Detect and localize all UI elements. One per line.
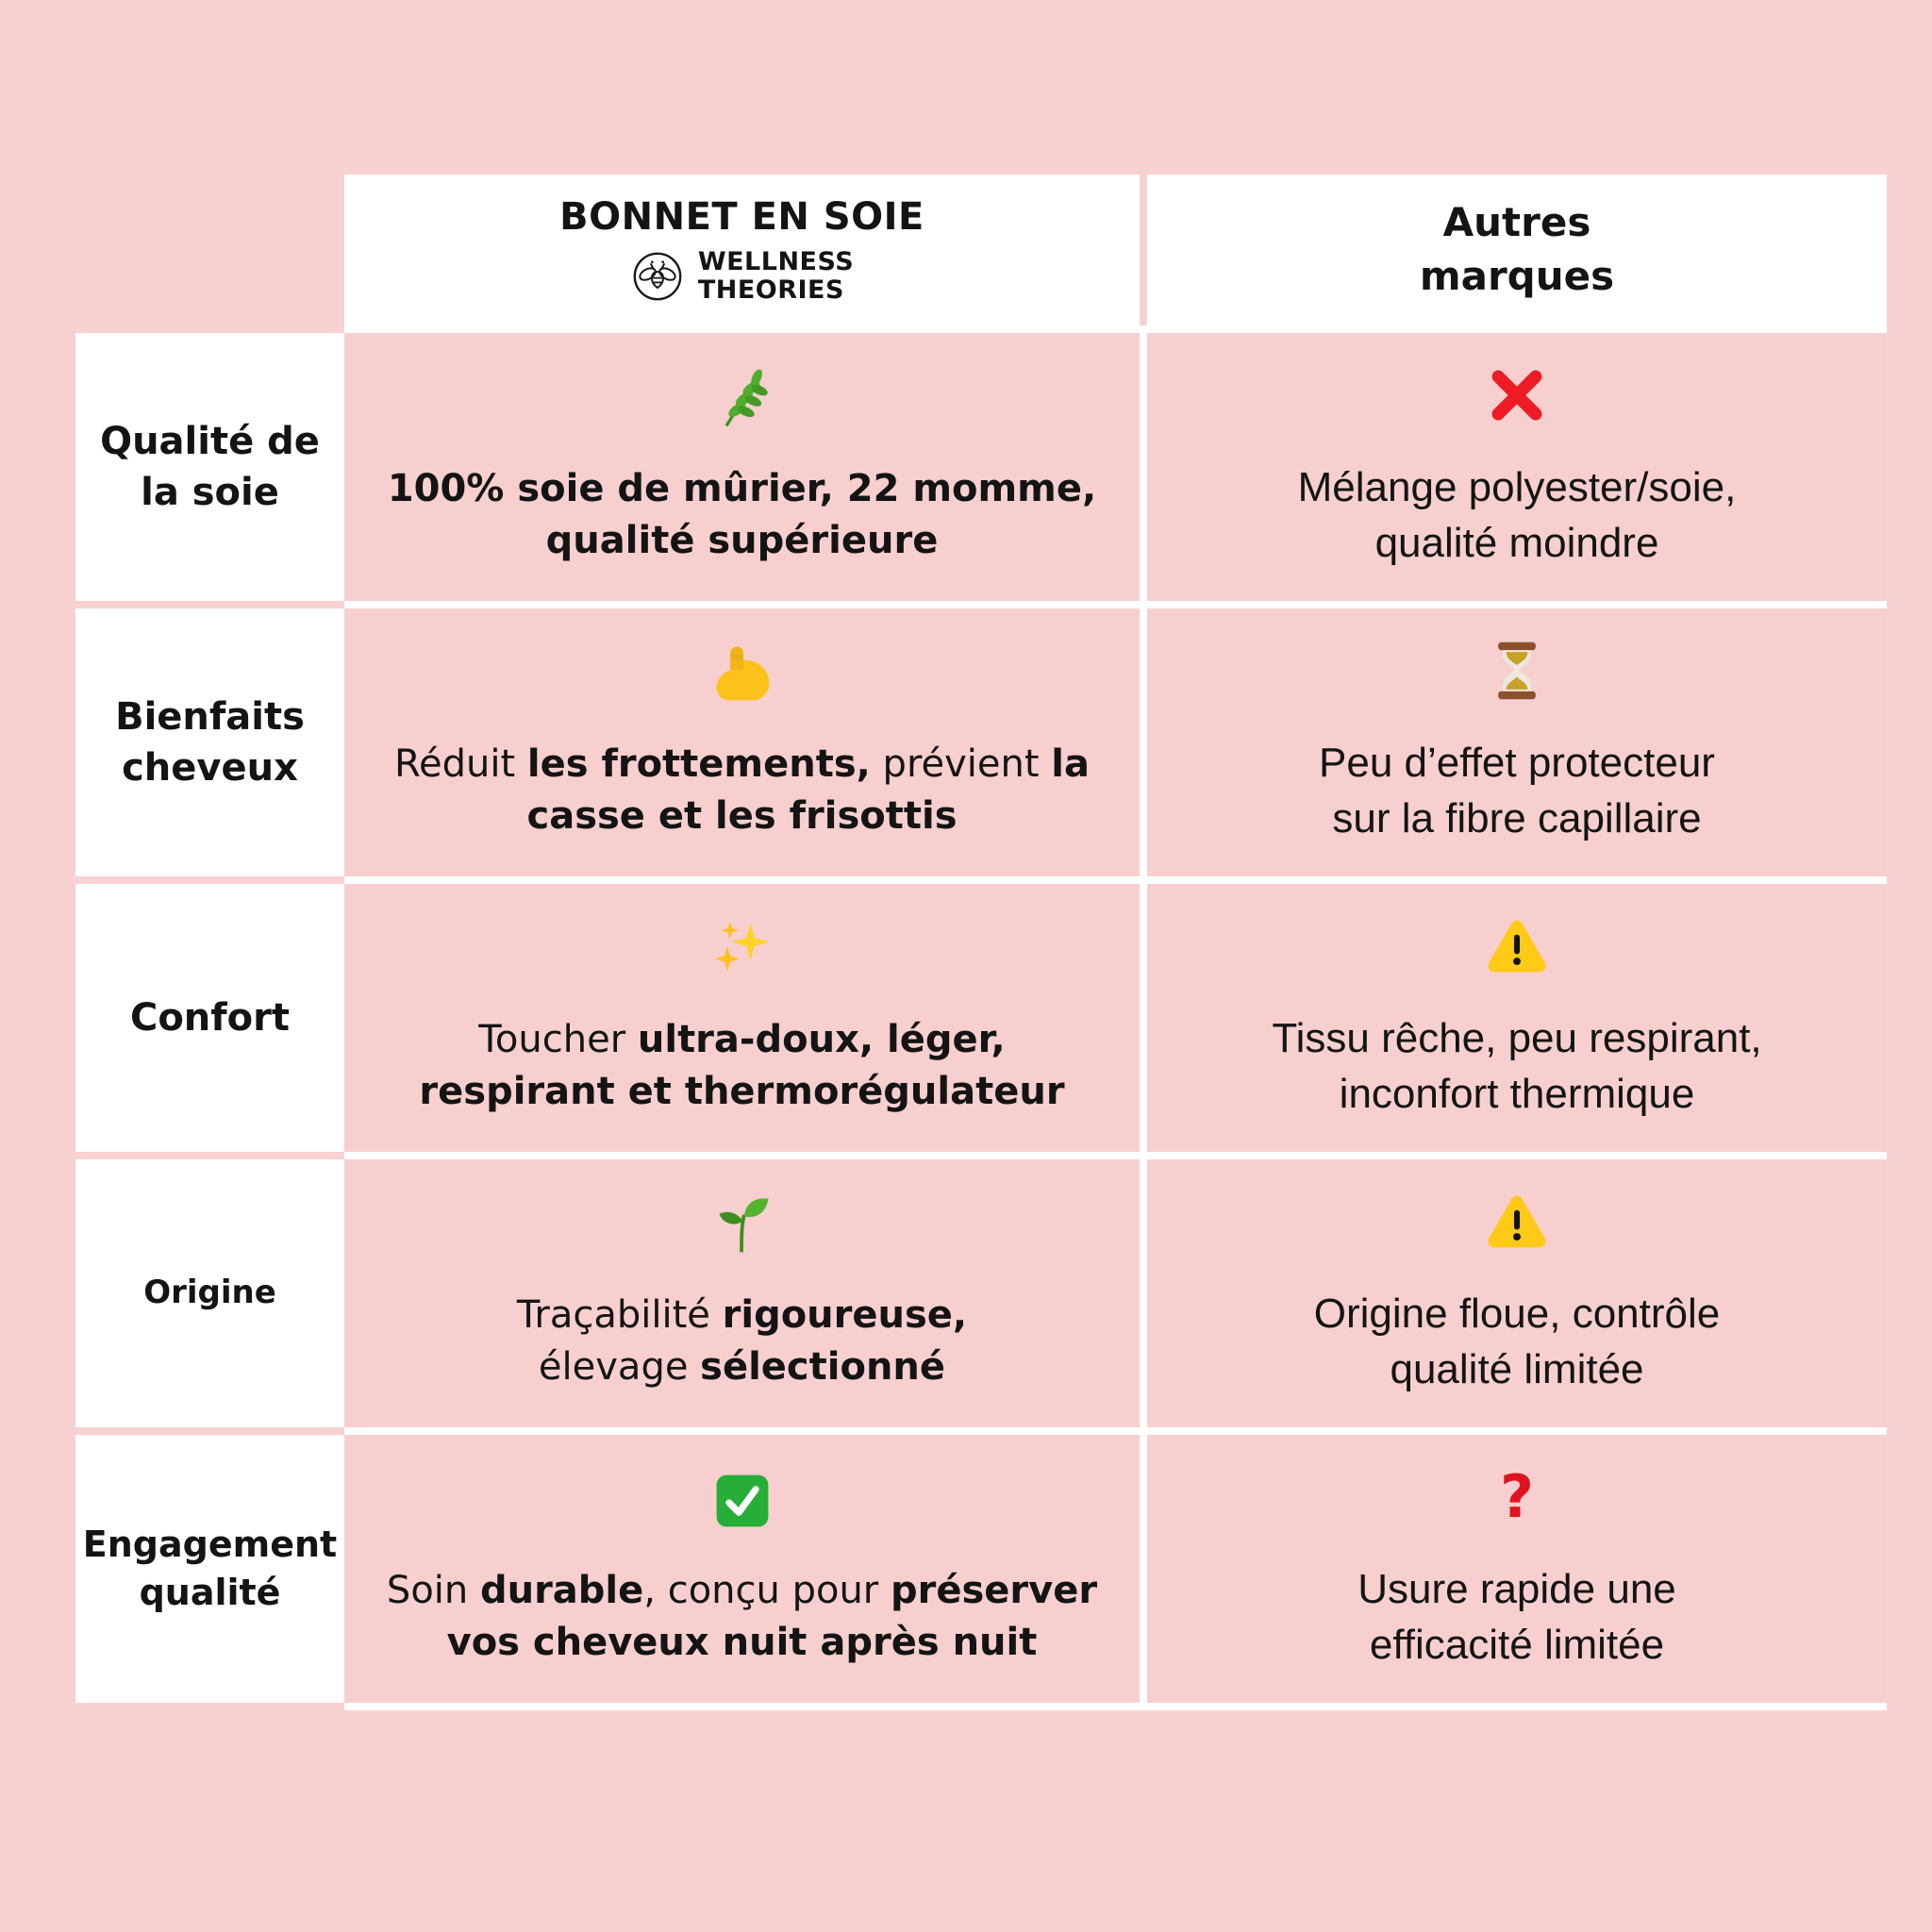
competitor-cell-origin: Origine floue, contrôle qualité limitée xyxy=(1147,1159,1887,1427)
herb-icon xyxy=(710,367,774,431)
cell-text: Tissu rêche, peu respirant, inconfort th… xyxy=(1272,1014,1762,1117)
product-cell-comfort: Toucher ultra-doux, léger, respirant et … xyxy=(344,884,1140,1152)
sparkles-icon xyxy=(710,918,774,982)
competitor-title: Autres marques xyxy=(1419,199,1615,299)
question-mark-icon: ? xyxy=(1500,1461,1534,1531)
product-title: BONNET EN SOIE xyxy=(559,194,924,239)
competitor-cell-comfort: Tissu rêche, peu respirant, inconfort th… xyxy=(1147,884,1887,1152)
brand-name: WELLNESS THEORIES xyxy=(697,246,855,305)
header-divider xyxy=(1140,175,1147,325)
cell-text: Mélange polyester/soie, qualité moindre xyxy=(1297,463,1737,566)
product-cell-silk-quality: 100% soie de mûrier, 22 momme, qualité s… xyxy=(344,333,1140,601)
comparison-grid: BONNET EN SOIE WELLNESS THEORIES Autres … xyxy=(75,175,1887,1703)
product-cell-origin: Traçabilité rigoureuse, élevage sélectio… xyxy=(344,1159,1140,1427)
cross-mark-icon xyxy=(1485,363,1549,427)
row-label-quality-commitment: Engagement qualité xyxy=(75,1435,344,1703)
seedling-icon xyxy=(710,1193,774,1257)
cell-text: Usure rapide une efficacité limitée xyxy=(1357,1565,1676,1668)
header-product-cell: BONNET EN SOIE WELLNESS THEORIES xyxy=(344,175,1140,325)
cell-text: Peu d’effet protecteur sur la fibre capi… xyxy=(1319,739,1715,841)
hourglass-icon xyxy=(1485,639,1549,703)
brand-block: WELLNESS THEORIES xyxy=(630,246,855,305)
warning-icon xyxy=(1485,914,1549,978)
cell-text: Réduit les frottements, prévient la cass… xyxy=(394,741,1090,838)
competitor-cell-quality-commitment: ? Usure rapide une efficacité limitée xyxy=(1147,1435,1887,1703)
header-competitor-cell: Autres marques xyxy=(1147,175,1887,325)
row-label-origin: Origine xyxy=(75,1159,344,1427)
row-label-hair-benefits: Bienfaits cheveux xyxy=(75,608,344,876)
competitor-cell-silk-quality: Mélange polyester/soie, qualité moindre xyxy=(1147,333,1887,601)
flexed-biceps-icon xyxy=(710,642,774,707)
cell-text: Toucher ultra-doux, léger, respirant et … xyxy=(419,1017,1065,1113)
cell-text: Origine floue, contrôle qualité limitée xyxy=(1313,1290,1721,1392)
warning-icon xyxy=(1485,1190,1549,1254)
product-cell-hair-benefits: Réduit les frottements, prévient la cass… xyxy=(344,608,1140,876)
cell-text: 100% soie de mûrier, 22 momme, qualité s… xyxy=(387,466,1097,562)
product-cell-quality-commitment: Soin durable, conçu pour préserver vos c… xyxy=(344,1435,1140,1703)
bee-logo-icon xyxy=(630,249,685,304)
check-mark-icon xyxy=(710,1469,774,1533)
cell-text: Soin durable, conçu pour préserver vos c… xyxy=(386,1568,1098,1664)
competitor-cell-hair-benefits: Peu d’effet protecteur sur la fibre capi… xyxy=(1147,608,1887,876)
row-label-silk-quality: Qualité de la soie xyxy=(75,333,344,601)
cell-text: Traçabilité rigoureuse, élevage sélectio… xyxy=(516,1292,968,1389)
row-label-comfort: Confort xyxy=(75,884,344,1152)
